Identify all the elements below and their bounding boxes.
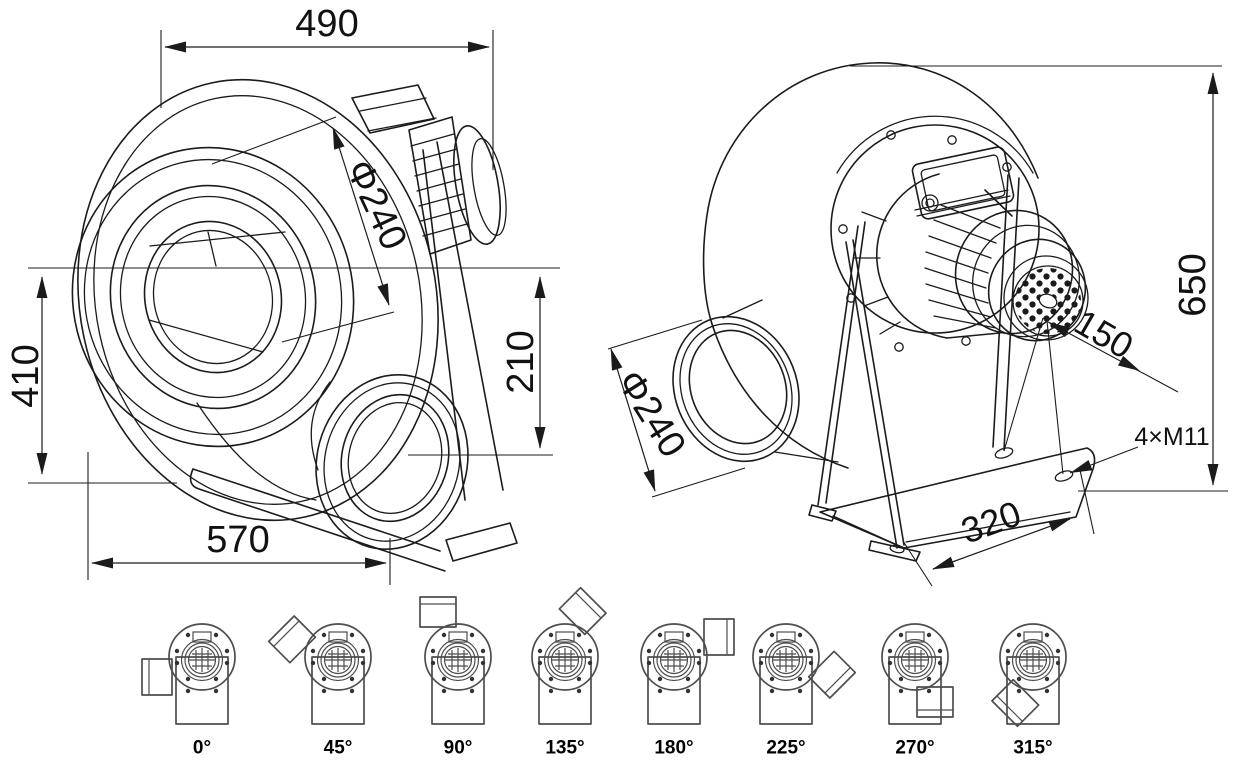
orientation-icon-0: 0° xyxy=(141,623,236,759)
right-view-drawing: 650 Φ240 150 4×M11 320 xyxy=(607,62,1228,587)
orientation-label-45: 45° xyxy=(324,738,353,759)
orientation-label-135: 135° xyxy=(545,738,584,759)
base-plate-left-view xyxy=(189,468,446,572)
orientation-icon-270: 270° xyxy=(881,623,954,759)
dimension-650: 650 xyxy=(850,65,1228,492)
junction-box xyxy=(911,146,1015,220)
outlet-flange-left-view xyxy=(310,374,469,550)
base-plate-rear-view xyxy=(819,447,1096,554)
orientation-label-0: 0° xyxy=(193,738,211,759)
motor-left-view xyxy=(351,84,507,255)
orientation-icon-225: 225° xyxy=(752,623,857,759)
dim-4xM11-label: 4×M11 xyxy=(1134,423,1209,451)
outlet-flange-rear-view xyxy=(672,299,839,463)
orientation-icon-135: 135° xyxy=(531,586,607,759)
dimension-inlet-diameter: Φ240 xyxy=(211,116,415,343)
orientation-icon-180: 180° xyxy=(640,618,735,759)
orientation-label-315: 315° xyxy=(1013,738,1052,759)
dimension-570: 570 xyxy=(87,452,391,585)
orientation-label-270: 270° xyxy=(895,738,934,759)
dim-inlet-diameter-label: Φ240 xyxy=(337,154,415,257)
dimension-210: 210 xyxy=(408,276,553,456)
motor-rear-view xyxy=(853,146,1089,342)
inlet-rings xyxy=(71,146,355,448)
orientation-label-180: 180° xyxy=(654,738,693,759)
orientation-options-row: 0° 45° 90° 135° 180° 225° 270° 315° xyxy=(141,586,1067,759)
scroll-housing-rear xyxy=(702,62,1040,469)
left-view-drawing: 490 Φ240 410 210 570 xyxy=(5,3,560,585)
orientation-icon-315: 315° xyxy=(991,623,1067,759)
scroll-housing xyxy=(77,78,439,522)
dim-320-label: 320 xyxy=(956,492,1026,551)
cooling-fan-grille xyxy=(1012,265,1084,337)
dimension-320: 320 xyxy=(902,469,1095,587)
dimension-490: 490 xyxy=(160,3,494,170)
orientation-label-90: 90° xyxy=(444,738,473,759)
dimension-410: 410 xyxy=(5,276,177,484)
orientation-icon-45: 45° xyxy=(267,615,372,759)
dimension-mounting-holes: 4×M11 xyxy=(1069,423,1210,474)
support-bracket-left-view xyxy=(422,141,518,562)
dim-570-label: 570 xyxy=(206,519,269,561)
dim-210-label: 210 xyxy=(500,330,542,393)
dim-410-label: 410 xyxy=(5,344,47,407)
orientation-icon-90: 90° xyxy=(419,596,492,759)
orientation-label-225: 225° xyxy=(766,738,805,759)
dimension-outlet-diameter: Φ240 xyxy=(607,319,746,498)
dim-490-label: 490 xyxy=(295,3,358,45)
dim-650-label: 650 xyxy=(1172,253,1214,316)
